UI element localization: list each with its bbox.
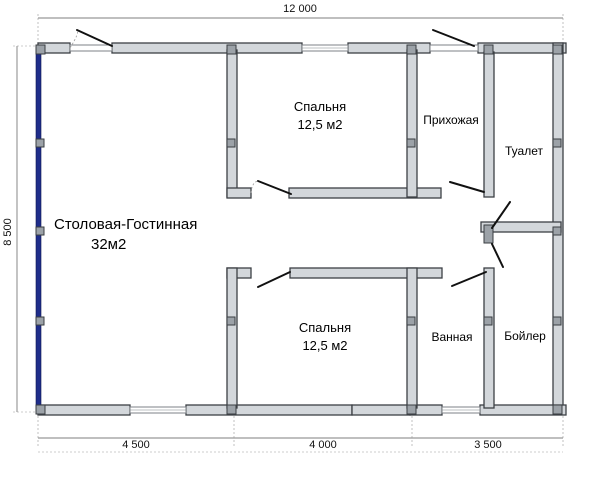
- room-bedroom-bottom-name: Спальня: [299, 320, 351, 335]
- door-toilet: [449, 181, 485, 193]
- wall-posts: [35, 44, 563, 415]
- doors: [69, 29, 511, 288]
- room-bedroom-top-name: Спальня: [294, 99, 346, 114]
- room-living-name: Столовая-Гостинная: [54, 216, 197, 233]
- door-bedroom-top: [257, 180, 292, 195]
- room-bedroom-top-area: 12,5 м2: [297, 117, 342, 132]
- dimension-seg-1: 4 500: [122, 439, 150, 451]
- room-toilet-name: Туалет: [505, 144, 543, 158]
- door-bedroom-bottom: [257, 271, 291, 288]
- room-bedroom-bottom-area: 12,5 м2: [302, 338, 347, 353]
- door-entry-right: [432, 29, 475, 47]
- dimension-seg-3: 3 500: [474, 439, 502, 451]
- door-corridor-lower: [491, 243, 504, 268]
- room-boiler-name: Бойлер: [504, 329, 546, 343]
- room-hallway-name: Прихожая: [423, 113, 479, 127]
- windows: [69, 44, 481, 414]
- window-top-left: [69, 44, 113, 52]
- room-living-area: 32м2: [91, 236, 126, 253]
- door-corridor-upper: [491, 201, 511, 229]
- door-bathroom: [451, 271, 487, 287]
- interior-walls: [226, 49, 562, 409]
- room-bathroom-name: Ванная: [431, 330, 472, 344]
- dimension-lines: [13, 14, 564, 453]
- dimension-total-height: 8 500: [2, 218, 14, 246]
- dimension-seg-2: 4 000: [309, 439, 337, 451]
- door-entry-left: [76, 29, 113, 47]
- window-top-right: [429, 44, 479, 52]
- dimension-total-width: 12 000: [283, 3, 317, 15]
